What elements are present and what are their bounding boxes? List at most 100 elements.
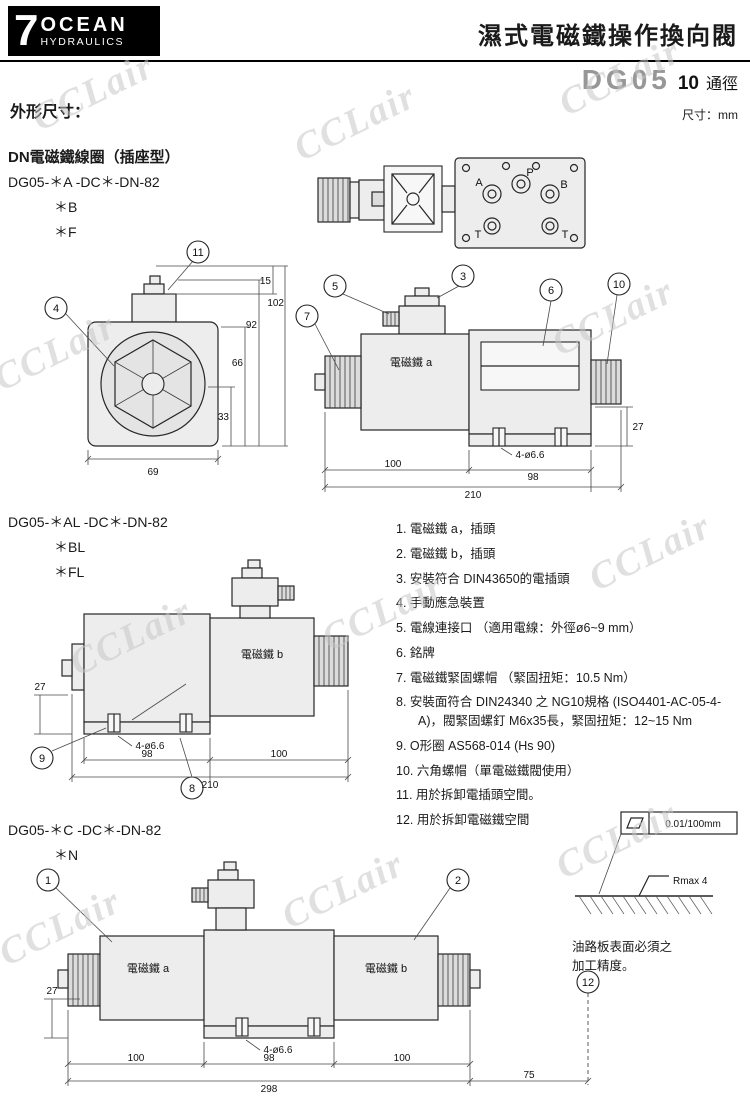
dim-holes: 4-ø6.6: [516, 450, 545, 461]
dim-102: 102: [267, 298, 284, 309]
dim-100: 100: [385, 459, 402, 470]
parts-item: 5. 電線連接口 （適用電線：外徑ø6~9 mm）: [396, 621, 642, 635]
svg-text:7: 7: [304, 311, 310, 323]
model-code-1-sub-b: ＊B: [54, 199, 78, 215]
roughness-symbol: Rmax 4: [638, 875, 708, 897]
callout-2: 2: [413, 868, 470, 941]
model-size-unit: 通徑: [705, 76, 738, 93]
port-label-b: B: [560, 179, 567, 191]
dim-100-right: 100: [394, 1053, 411, 1064]
model-series: DG05: [581, 64, 671, 95]
svg-text:9: 9: [39, 753, 45, 765]
model-code-1: DG05-＊A -DC＊-DN-82 ＊B ＊F: [8, 172, 160, 242]
model-code-2-sub-bl: ＊BL: [54, 539, 86, 555]
coil-body-front: [87, 321, 219, 447]
model-code-2-main: DG05-＊AL -DC＊-DN-82: [8, 514, 168, 530]
parts-item: 1. 電磁鐵 a，插頭: [396, 522, 496, 536]
svg-text:5: 5: [332, 281, 338, 293]
svg-text:6: 6: [548, 285, 554, 297]
dim-92: 92: [246, 320, 258, 331]
port-label-t2: T: [562, 229, 569, 241]
brand-logo: 7 OCEAN HYDRAULICS: [8, 6, 160, 56]
callout-9: 9: [30, 727, 107, 770]
dim-33: 33: [218, 412, 230, 423]
svg-text:8: 8: [189, 783, 195, 795]
model-code-2-sub-fl: ＊FL: [54, 564, 85, 580]
logo-numeral: 7: [14, 6, 39, 55]
model-series-line: DG05 10 通徑: [582, 64, 738, 96]
parts-item: 12. 用於拆卸電磁鐵空間: [396, 813, 530, 827]
logo-text: OCEAN HYDRAULICS: [40, 14, 127, 49]
callout-8: 8: [179, 737, 204, 800]
mounting-base: [203, 1017, 335, 1039]
parts-item: 3. 安裝符合 DIN43650的電插頭: [396, 571, 570, 586]
valve-top-view-drawing: A P B T T: [317, 157, 586, 249]
svg-text:11: 11: [192, 247, 203, 259]
dimensions: 4-ø6.6 98 100 210 27: [34, 682, 352, 791]
svg-text:10: 10: [613, 279, 625, 291]
finish-note-line-2: 加工精度。: [572, 959, 635, 973]
end-plate-left: [61, 643, 85, 691]
solenoid-nut-right: [313, 635, 349, 687]
callout-7: 7: [295, 304, 340, 371]
model-code-3: DG05-＊C -DC＊-DN-82 ＊N: [8, 820, 161, 865]
tolerance-value: 0.01/100mm: [665, 819, 721, 830]
tolerance-frame: 0.01/100mm: [598, 811, 738, 895]
coil-section-heading: DN電磁鐵線圈（插座型）: [8, 149, 180, 166]
valve-body: [468, 329, 592, 435]
finish-note-line-1: 油路板表面必須之: [572, 940, 673, 954]
dim-27: 27: [632, 422, 644, 433]
parts-item: 2. 電磁鐵 b，插頭: [396, 546, 496, 561]
coil-front-view-drawing: 11 4 69 33 66 92 15 102: [44, 240, 288, 478]
hatched-surface: [575, 895, 713, 915]
din-plug: [231, 559, 295, 619]
valve-body: [203, 929, 335, 1027]
dim-27: 27: [46, 986, 58, 997]
parts-item: 9. O形圈 AS568-014 (Hs 90): [396, 738, 556, 753]
dim-holes: 4-ø6.6: [136, 741, 165, 752]
callout-3: 3: [436, 264, 475, 299]
flatness-symbol-icon: [626, 817, 644, 829]
logo-hydraulics-text: HYDRAULICS: [40, 35, 125, 48]
surface-finish-drawing: 0.01/100mm Rmax 4: [575, 811, 738, 915]
port-label-a: A: [475, 177, 483, 189]
callout-6: 6: [539, 278, 563, 347]
callout-5: 5: [323, 274, 390, 315]
callout-10: 10: [606, 272, 631, 365]
solenoid-b: 電磁鐵 b: [209, 617, 315, 717]
callout-11: 11: [167, 240, 210, 291]
outline-dimensions-label: 外形尺寸：: [10, 104, 91, 121]
dim-15: 15: [260, 276, 272, 287]
callout-12: 12: [576, 970, 600, 1085]
parts-item: 8. 安裝面符合 DIN24340 之 NG10規格 (ISO4401-AC-0…: [396, 695, 722, 728]
mounting-base: [83, 713, 211, 735]
solenoid-b: 電磁鐵 b: [333, 935, 439, 1021]
solenoid-nut-left: [314, 355, 362, 409]
model-code-1-main: DG05-＊A -DC＊-DN-82: [8, 174, 160, 190]
din-plug: [191, 861, 255, 931]
dim-holes: 4-ø6.6: [264, 1045, 293, 1056]
model-size: 10: [677, 73, 699, 94]
solenoid-b-label: 電磁鐵 b: [241, 647, 283, 661]
dim-98: 98: [527, 472, 539, 483]
solenoid-end-cap-top: [317, 177, 385, 223]
single-valve-coil-left-drawing: 電磁鐵 a 7 5 3 6 10 4-ø6.6 100 98: [295, 264, 644, 501]
model-code-3-main: DG05-＊C -DC＊-DN-82: [8, 822, 162, 838]
single-valve-coil-right-drawing: 電磁鐵 b 9 8 4-ø6.6 98 100 210 27: [30, 559, 352, 800]
coil-dimensions: 69 33 66 92 15 102: [84, 265, 288, 478]
dim-210: 210: [465, 490, 482, 501]
port-label-t1: T: [475, 229, 482, 241]
solenoid-b-label: 電磁鐵 b: [365, 961, 407, 975]
parts-item: 10. 六角螺帽（單電磁鐵閥使用）: [396, 763, 580, 778]
solenoid-a-label: 電磁鐵 a: [127, 961, 170, 975]
solenoid-a: 電磁鐵 a: [99, 935, 205, 1021]
dimensions: 4-ø6.6 100 98 210 27: [321, 406, 644, 501]
model-code-1-sub-f: ＊F: [54, 224, 77, 240]
parts-list: 1. 電磁鐵 a，插頭 2. 電磁鐵 b，插頭 3. 安裝符合 DIN43650…: [396, 520, 746, 836]
solenoid-end-cap-right: [437, 953, 481, 1007]
dim-100: 100: [271, 749, 288, 760]
dim-298: 298: [261, 1084, 278, 1095]
svg-text:2: 2: [455, 875, 461, 887]
svg-text:1: 1: [45, 875, 51, 887]
hex-nut-right: [590, 359, 622, 405]
